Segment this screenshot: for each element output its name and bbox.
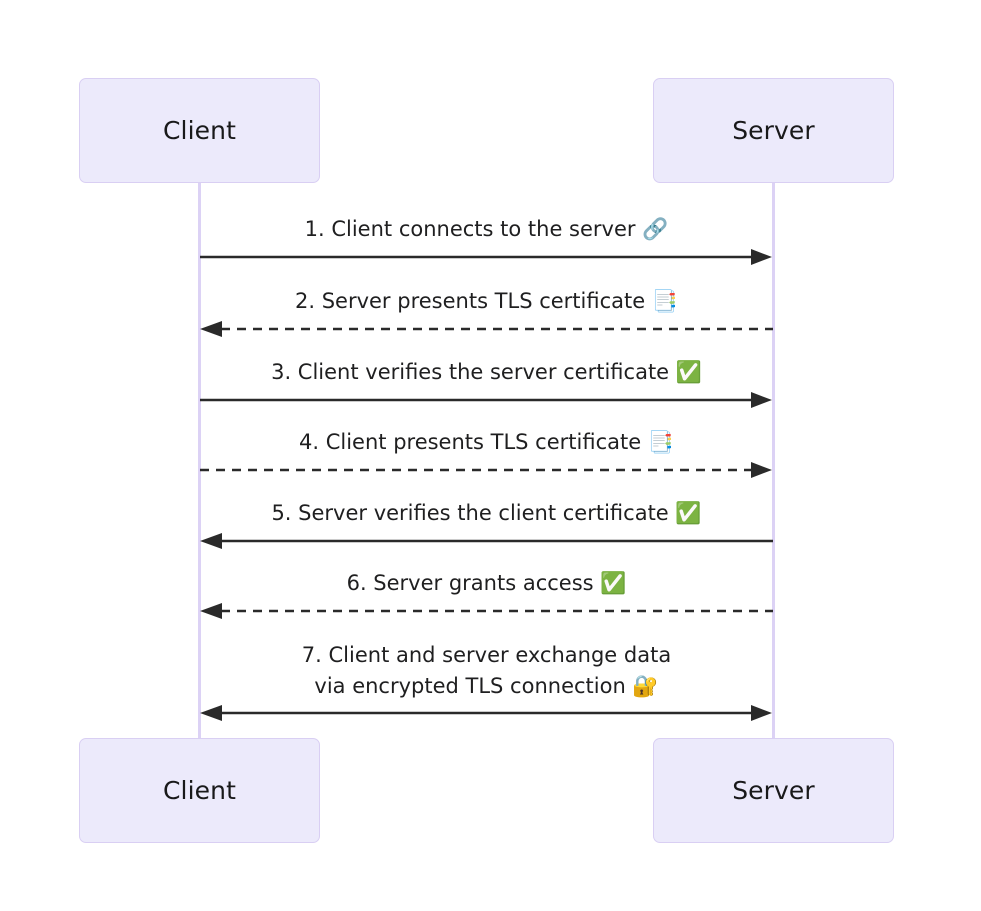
message-5-label: 5. Server verifies the client certificat… xyxy=(271,501,702,525)
participant-label-server-top: Server xyxy=(732,116,815,145)
message-1-label: 1. Client connects to the server 🔗 xyxy=(304,217,669,241)
participant-box-client-top[interactable]: Client xyxy=(79,78,320,183)
message-2-arrow xyxy=(199,318,774,340)
message-7-label-line2: via encrypted TLS connection 🔐 xyxy=(314,674,659,698)
message-6-arrow xyxy=(199,600,774,622)
participant-box-client-bottom[interactable]: Client xyxy=(79,738,320,843)
message-4-arrow xyxy=(199,459,774,481)
message-7-label-line1: 7. Client and server exchange data xyxy=(301,643,672,667)
participant-box-server-top[interactable]: Server xyxy=(653,78,894,183)
message-7-arrow xyxy=(199,702,774,724)
message-6-label: 6. Server grants access ✅ xyxy=(346,571,627,595)
participant-label-client-bottom: Client xyxy=(163,776,236,805)
participant-box-server-bottom[interactable]: Server xyxy=(653,738,894,843)
message-2-label: 2. Server presents TLS certificate 📑 xyxy=(294,289,678,313)
message-5-arrow xyxy=(199,530,774,552)
participant-label-server-bottom: Server xyxy=(732,776,815,805)
participant-label-client-top: Client xyxy=(163,116,236,145)
message-3-arrow xyxy=(199,389,774,411)
message-1-arrow xyxy=(199,246,774,268)
message-4-label: 4. Client presents TLS certificate 📑 xyxy=(299,430,674,454)
lifeline-client xyxy=(198,183,201,738)
lifeline-server xyxy=(772,183,775,738)
message-3-label: 3. Client verifies the server certificat… xyxy=(271,360,702,384)
